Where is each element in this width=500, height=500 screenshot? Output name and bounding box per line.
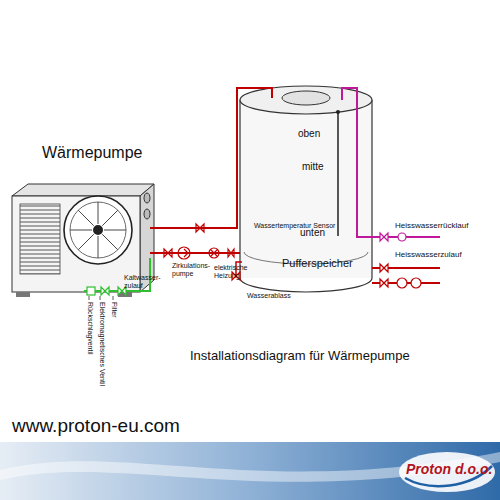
valves-and-pumps — [87, 224, 421, 300]
footer-band — [0, 442, 500, 500]
drain-label: Wasserablass — [247, 292, 291, 300]
part-label: Elektromagnetisches Ventil — [98, 302, 106, 386]
pipework — [84, 88, 440, 291]
storage-tank — [240, 86, 372, 292]
pipe-connector — [150, 88, 272, 228]
unit-heading: Wärmepumpe — [42, 144, 142, 162]
fan-spoke — [102, 210, 118, 226]
company-logo: Proton d.o.o. — [406, 462, 492, 477]
fan-spoke — [70, 230, 92, 231]
fan-spoke — [104, 230, 126, 231]
fan-spoke — [102, 234, 118, 250]
fan-spoke — [98, 236, 99, 258]
tank-name: Pufferspeicher — [282, 257, 353, 269]
pipe-connector — [150, 252, 240, 254]
diagram-caption: Installationsdiagram für Wärmepumpe — [190, 349, 410, 363]
buffer-tank: obenmitteWassertemperatur SensoruntenPuf… — [240, 92, 372, 282]
level-label: oben — [298, 128, 320, 139]
fan-spoke — [78, 210, 94, 226]
fan-spoke — [98, 202, 99, 224]
level-label: mitte — [302, 161, 324, 172]
part-label: Filter — [110, 302, 118, 318]
part-label: Rückschlagventil — [86, 302, 94, 355]
inlet-label: Kaltwasser- zulauf — [124, 274, 164, 289]
level-label: unten — [300, 227, 325, 238]
pipe-label: Heisswasserrücklauf — [395, 222, 468, 231]
heater-label: elektrische Heizung — [214, 264, 250, 279]
website: www.proton-eu.com — [12, 416, 180, 437]
fan-spoke — [78, 234, 94, 250]
pipe-label: Heisswasserzulauf — [395, 251, 462, 260]
